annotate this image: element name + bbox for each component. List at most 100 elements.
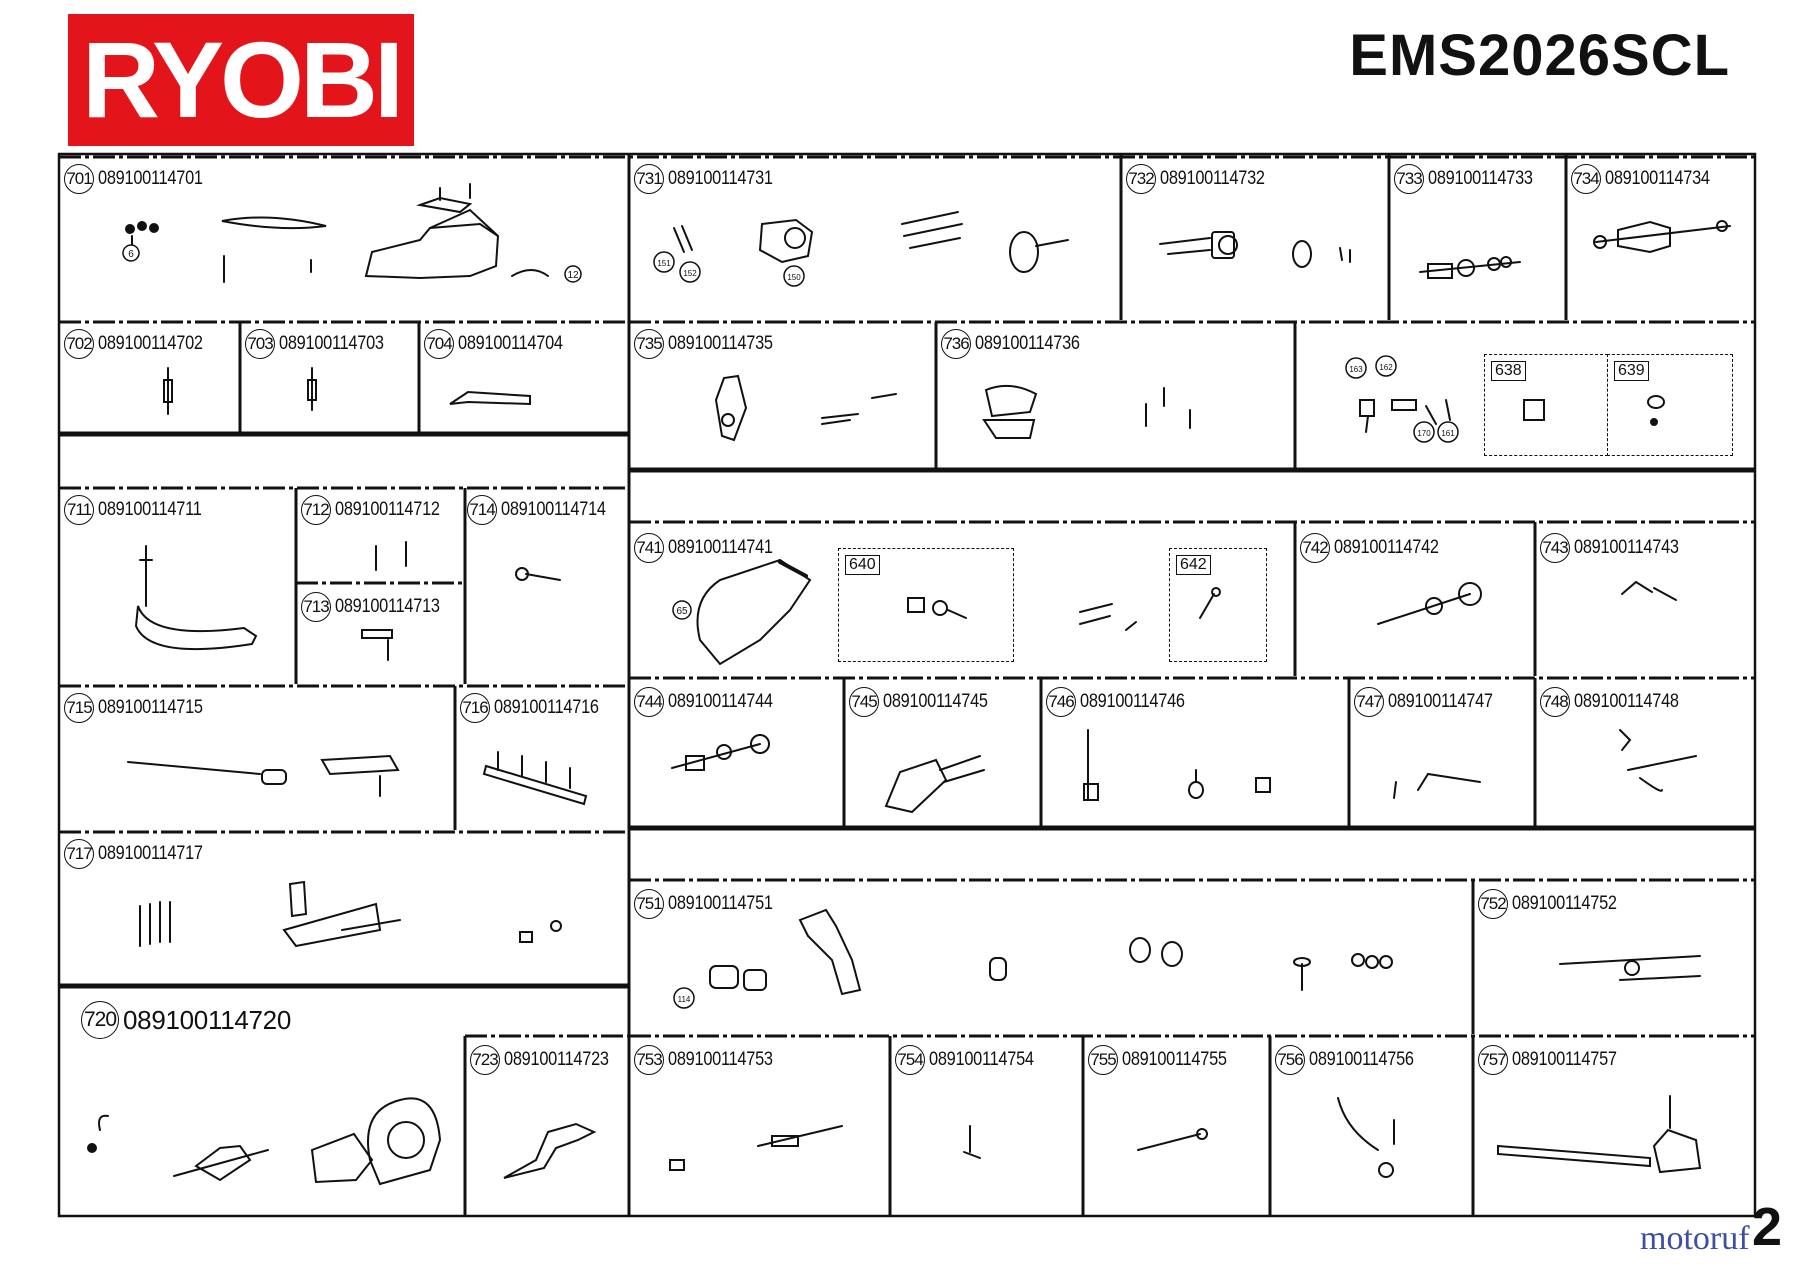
ref-number: 748: [1540, 687, 1570, 717]
subgroup-640[interactable]: 640: [838, 548, 1014, 662]
part-code: 089100114748: [1574, 691, 1679, 712]
part-code: 089100114717: [98, 843, 203, 864]
ref-number: 713: [301, 592, 331, 622]
part-code: 089100114731: [668, 168, 773, 189]
ref-number: 747: [1354, 687, 1384, 717]
ref-number: 712: [301, 495, 331, 525]
callout-151: 151: [653, 251, 675, 273]
part-sketch-702-704: [163, 367, 531, 415]
part-sketch-731: [673, 211, 1069, 273]
part-code: 089100114741: [668, 537, 773, 558]
part-sketch-744-748: [671, 729, 1697, 814]
ref-number: 702: [64, 329, 94, 359]
svg-text:114: 114: [678, 995, 691, 1004]
part-code: 089100114733: [1428, 168, 1533, 189]
page-number: 2: [1752, 1197, 1783, 1257]
part-code: 089100114742: [1334, 537, 1439, 558]
ref-number: 754: [895, 1045, 925, 1075]
ref-number: 734: [1571, 164, 1601, 194]
part-sketch-720-723: [87, 1097, 597, 1186]
part-sketch-715-716: [127, 751, 588, 806]
part-code: 089100114747: [1388, 691, 1493, 712]
part-sketch-732: [1159, 231, 1351, 268]
part-code: 089100114714: [501, 499, 606, 520]
callout-163: 163: [1345, 357, 1367, 379]
part-code: 089100114734: [1605, 168, 1710, 189]
callout-6: 6: [122, 244, 140, 262]
subgroup-tag: 640: [845, 555, 880, 575]
part-sketch-733: [1419, 256, 1521, 279]
svg-text:150: 150: [787, 273, 801, 282]
ref-number: 745: [849, 687, 879, 717]
part-sketch-735-736: [714, 374, 1665, 442]
part-code: 089100114723: [504, 1049, 609, 1070]
ref-number: 704: [424, 329, 454, 359]
ref-number: 736: [941, 329, 971, 359]
callout-170: 170: [1413, 421, 1435, 443]
part-sketch-711-714: [134, 541, 561, 661]
part-sketch-701: [125, 183, 549, 283]
part-code: 089100114757: [1512, 1049, 1617, 1070]
ref-number: 742: [1300, 533, 1330, 563]
part-sketch-753-757: [669, 1095, 1702, 1178]
callout-162: 162: [1375, 355, 1397, 377]
subgroup-642[interactable]: 642: [1169, 548, 1267, 662]
part-sketch-741-743: [696, 558, 1677, 666]
part-code: 089100114743: [1574, 537, 1679, 558]
ref-number: 701: [64, 164, 94, 194]
part-code: 089100114755: [1122, 1049, 1227, 1070]
ref-number: 716: [460, 693, 490, 723]
watermark: motoruf: [1640, 1220, 1750, 1257]
ref-number: 756: [1275, 1045, 1305, 1075]
part-code: 089100114732: [1160, 168, 1265, 189]
subgroup-tag: 639: [1614, 361, 1649, 381]
part-code: 089100114712: [335, 499, 440, 520]
svg-text:12: 12: [567, 270, 579, 281]
ref-number: 743: [1540, 533, 1570, 563]
svg-text:170: 170: [1417, 429, 1431, 438]
part-code: 089100114736: [975, 333, 1080, 354]
ref-number: 720: [81, 1001, 119, 1039]
ref-number: 752: [1478, 889, 1508, 919]
part-code: 089100114745: [883, 691, 988, 712]
part-code: 089100114751: [668, 893, 773, 914]
part-code: 089100114735: [668, 333, 773, 354]
part-code: 089100114756: [1309, 1049, 1414, 1070]
svg-text:161: 161: [1441, 429, 1455, 438]
svg-text:65: 65: [676, 606, 688, 617]
subgroup-tag: 638: [1491, 361, 1526, 381]
part-sketch-717: [139, 880, 562, 948]
ref-number: 717: [64, 839, 94, 869]
part-code: 089100114753: [668, 1049, 773, 1070]
part-sketch-734: [1593, 220, 1731, 254]
part-code: 089100114701: [98, 168, 203, 189]
part-code: 089100114746: [1080, 691, 1185, 712]
part-code: 089100114720: [123, 1004, 291, 1035]
part-code: 089100114752: [1512, 893, 1617, 914]
ref-number: 755: [1088, 1045, 1118, 1075]
part-code: 089100114703: [279, 333, 384, 354]
part-code: 089100114713: [335, 596, 440, 617]
subgroup-tag: 642: [1176, 555, 1211, 575]
part-code: 089100114754: [929, 1049, 1034, 1070]
callout-65: 65: [672, 600, 692, 620]
svg-text:151: 151: [657, 259, 671, 268]
callout-114: 114: [673, 987, 695, 1009]
callout-12: 12: [564, 265, 582, 283]
ref-number: 733: [1394, 164, 1424, 194]
ref-number: 735: [634, 329, 664, 359]
ref-number: 757: [1478, 1045, 1508, 1075]
part-sketch-751-752: [709, 908, 1701, 996]
ref-number: 711: [64, 495, 94, 525]
ref-number: 746: [1046, 687, 1076, 717]
part-code: 089100114716: [494, 697, 599, 718]
ref-number: 703: [245, 329, 275, 359]
svg-text:162: 162: [1379, 363, 1393, 372]
ref-number: 723: [470, 1045, 500, 1075]
ref-number: 751: [634, 889, 664, 919]
part-code: 089100114711: [98, 499, 202, 520]
ref-number: 741: [634, 533, 664, 563]
subgroup-639[interactable]: 639: [1607, 354, 1733, 456]
